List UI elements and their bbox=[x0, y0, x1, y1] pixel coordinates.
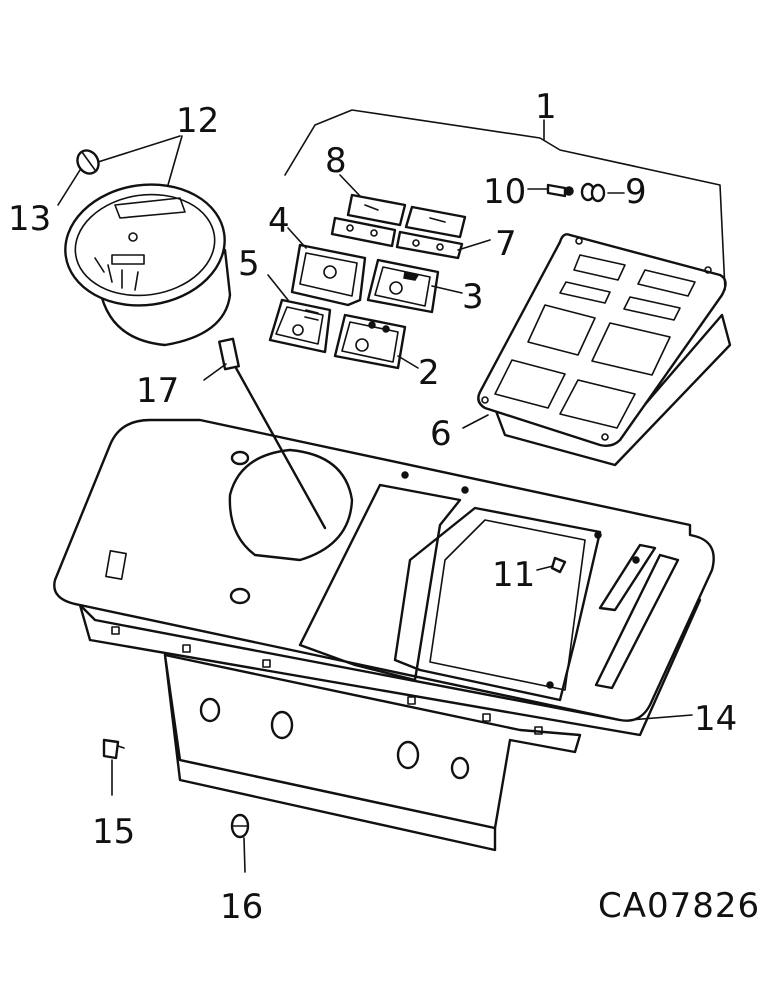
warning-light-cluster bbox=[477, 233, 732, 467]
callout-6: 6 bbox=[430, 414, 452, 454]
callout-14: 14 bbox=[694, 699, 737, 739]
callout-4: 4 bbox=[268, 201, 290, 241]
callout-1: 1 bbox=[535, 87, 557, 127]
socket-9 bbox=[580, 182, 606, 203]
indicator-strip-7 bbox=[330, 216, 464, 260]
indicator-strip-8 bbox=[346, 193, 467, 239]
callout-16: 16 bbox=[220, 887, 263, 927]
gauge-4 bbox=[290, 243, 367, 307]
fastener-15 bbox=[102, 738, 125, 760]
callout-3: 3 bbox=[462, 277, 484, 317]
bulb-10 bbox=[546, 183, 574, 198]
fastener-16 bbox=[230, 813, 250, 839]
tachometer-gauge bbox=[64, 183, 232, 347]
callout-8: 8 bbox=[325, 141, 347, 181]
callout-9: 9 bbox=[625, 172, 647, 212]
callout-13: 13 bbox=[8, 199, 51, 239]
leader-lines bbox=[57, 109, 726, 873]
callout-2: 2 bbox=[418, 353, 440, 393]
gauge-3 bbox=[366, 258, 440, 314]
bulb-11 bbox=[550, 556, 567, 574]
callout-12: 12 bbox=[176, 101, 219, 141]
callout-11: 11 bbox=[492, 555, 535, 595]
gauge-5 bbox=[268, 298, 332, 354]
instrument-panel bbox=[53, 418, 715, 852]
gauge-2 bbox=[333, 313, 407, 370]
callout-17: 17 bbox=[136, 371, 179, 411]
bulb-13 bbox=[76, 149, 100, 175]
callout-10: 10 bbox=[483, 172, 526, 212]
callout-labels: 1 2 3 4 5 6 7 8 9 10 11 12 13 14 15 16 1… bbox=[8, 87, 737, 927]
callout-5: 5 bbox=[238, 244, 260, 284]
drive-cable bbox=[218, 337, 327, 530]
callout-15: 15 bbox=[92, 812, 135, 852]
callout-7: 7 bbox=[495, 224, 517, 264]
drawing-number: CA07826 bbox=[598, 886, 760, 926]
